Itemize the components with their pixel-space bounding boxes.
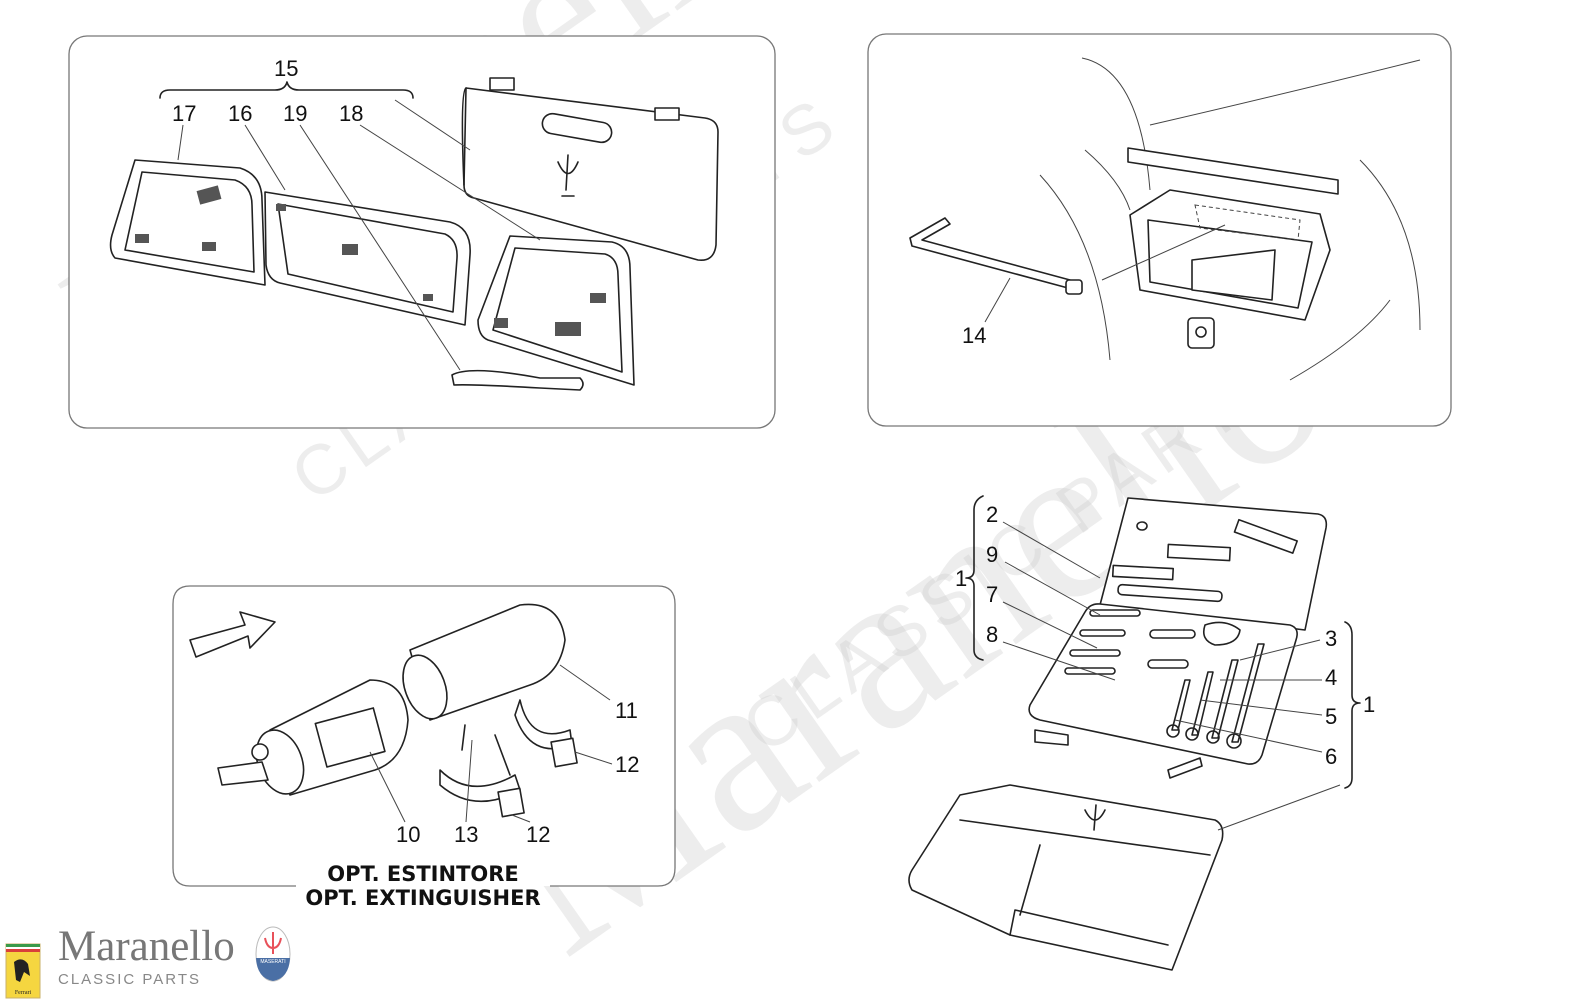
svg-text:12: 12	[526, 822, 550, 847]
svg-text:Ferrari: Ferrari	[15, 990, 32, 996]
svg-text:10: 10	[396, 822, 420, 847]
caption-english: OPT. EXTINGUISHER	[305, 886, 540, 910]
direction-arrow-icon	[189, 611, 276, 658]
callout-label: 14	[962, 323, 986, 348]
svg-text:15: 15	[274, 56, 298, 81]
svg-text:2: 2	[986, 502, 998, 527]
svg-text:12: 12	[615, 752, 639, 777]
brand-tagline: CLASSIC PARTS	[58, 971, 201, 988]
panel-extinguisher: 11 12 10 13 12 OPT. ESTINTORE OPT. EXTIN…	[172, 585, 676, 910]
svg-text:1: 1	[955, 566, 967, 591]
svg-text:11: 11	[615, 698, 638, 723]
callout-labels: 2 9 7 8 1 3 4 5 6 1	[955, 502, 1375, 769]
svg-text:19: 19	[283, 101, 307, 126]
panel-toolkit: 2 9 7 8 1 3 4 5 6 1	[908, 495, 1375, 971]
svg-text:6: 6	[1325, 744, 1337, 769]
svg-text:7: 7	[986, 582, 998, 607]
svg-text:13: 13	[454, 822, 478, 847]
panel-trunk: 14	[867, 33, 1452, 427]
svg-text:4: 4	[1325, 665, 1337, 690]
callout-labels: 11 12 10 13 12	[396, 698, 639, 847]
panel-tool-case: 15 17 16 19 18	[68, 35, 776, 429]
brand-logo: Ferrari Maranello CLASSIC PARTS MASERATI	[5, 923, 291, 999]
caption-italian: OPT. ESTINTORE	[327, 862, 519, 886]
svg-text:MASERATI: MASERATI	[260, 959, 285, 965]
callout-labels: 15 17 16 19 18	[172, 56, 363, 126]
svg-text:3: 3	[1325, 626, 1337, 651]
ferrari-badge-icon: Ferrari	[5, 943, 41, 999]
svg-text:1: 1	[1363, 692, 1375, 717]
svg-text:18: 18	[339, 101, 363, 126]
svg-text:8: 8	[986, 622, 998, 647]
svg-text:5: 5	[1325, 704, 1337, 729]
maserati-badge-icon: MASERATI	[255, 926, 291, 982]
svg-text:16: 16	[228, 101, 252, 126]
brand-name: Maranello	[58, 923, 235, 970]
svg-text:17: 17	[172, 101, 196, 126]
svg-text:9: 9	[986, 542, 998, 567]
